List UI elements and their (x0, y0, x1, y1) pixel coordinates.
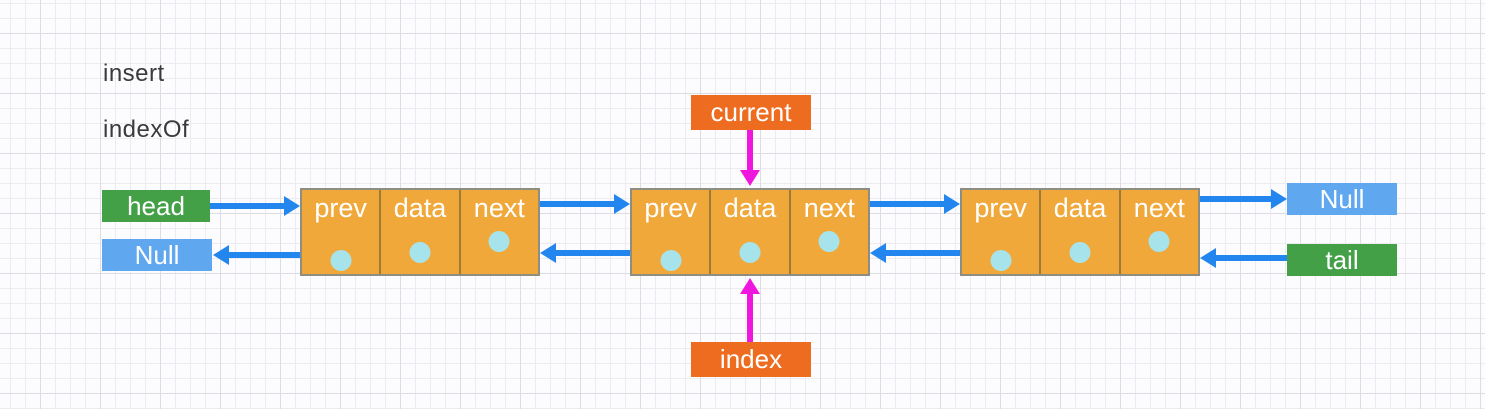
cell-label: data (1053, 193, 1107, 223)
prev-arrow-2-1-icon (540, 243, 630, 263)
cell-label: data (393, 193, 447, 223)
current-arrow-icon (740, 130, 760, 186)
cell-label: prev (314, 193, 367, 223)
cell-data: data (1041, 190, 1121, 274)
head-arrow-icon (210, 196, 300, 216)
list-node-2: prev data next (630, 188, 870, 276)
current-label: current (691, 95, 811, 130)
pointer-dot-icon (1148, 231, 1170, 252)
pointer-dot-icon (488, 231, 510, 252)
prev-arrow-3-2-icon (870, 243, 960, 263)
note-insert: insert (103, 60, 165, 87)
note-indexof: indexOf (103, 116, 190, 143)
cell-next: next (791, 190, 868, 274)
null-label-right: Null (1287, 183, 1397, 215)
cell-label: next (473, 193, 525, 223)
tail-label: tail (1287, 244, 1397, 276)
cell-label: next (1133, 193, 1185, 223)
pointer-dot-icon (818, 231, 840, 252)
cell-next: next (461, 190, 538, 274)
cell-data: data (381, 190, 461, 274)
pointer-dot-icon (660, 250, 682, 271)
index-arrow-icon (740, 278, 760, 342)
cell-label: data (723, 193, 777, 223)
next-arrow-1-2-icon (540, 194, 630, 214)
cell-prev: prev (632, 190, 712, 274)
next-to-null-arrow-icon (1200, 189, 1287, 209)
cell-label: next (803, 193, 855, 223)
pointer-dot-icon (1069, 242, 1091, 263)
pointer-dot-icon (739, 242, 761, 263)
pointer-dot-icon (990, 250, 1012, 271)
next-arrow-2-3-icon (870, 194, 960, 214)
null-label-left: Null (102, 239, 212, 271)
cell-next: next (1121, 190, 1198, 274)
cell-data: data (711, 190, 791, 274)
pointer-dot-icon (409, 242, 431, 263)
cell-prev: prev (962, 190, 1042, 274)
cell-prev: prev (302, 190, 382, 274)
list-node-1: prev data next (300, 188, 540, 276)
cell-label: prev (644, 193, 697, 223)
tail-arrow-icon (1200, 248, 1287, 268)
pointer-dot-icon (330, 250, 352, 271)
cell-label: prev (974, 193, 1027, 223)
list-node-3: prev data next (960, 188, 1200, 276)
head-label: head (102, 190, 210, 222)
index-label: index (691, 342, 811, 377)
prev-to-null-arrow-icon (213, 245, 300, 265)
